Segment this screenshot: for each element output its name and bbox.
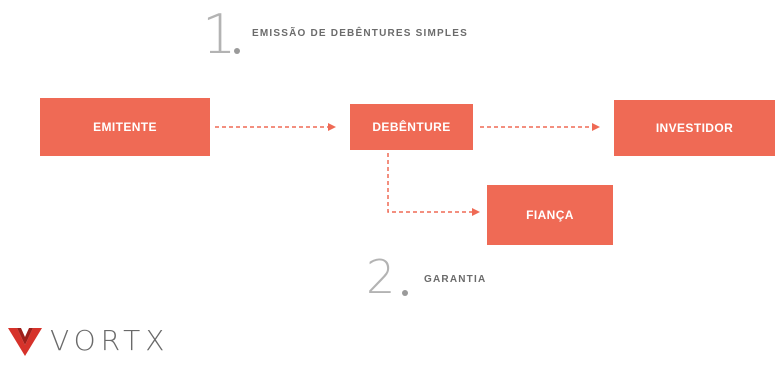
brand-wordmark: VORTX <box>50 324 170 357</box>
step-1-dot <box>234 48 240 54</box>
step-1-number: 1 <box>202 3 237 66</box>
arrow-debenture-to-fianca <box>387 153 480 216</box>
step-1-label: EMISSÃO DE DEBÊNTURES SIMPLES <box>252 28 468 39</box>
step-2-label: GARANTIA <box>424 274 487 285</box>
node-fianca: FIANÇA <box>487 185 613 245</box>
node-emitente: EMITENTE <box>40 98 210 156</box>
vortx-logo-icon <box>8 328 42 356</box>
step-2-number: 2 <box>366 250 396 304</box>
node-debenture: DEBÊNTURE <box>350 104 473 150</box>
brand-logo: VORTX <box>8 326 169 356</box>
node-investidor: INVESTIDOR <box>614 100 775 156</box>
step-2-dot <box>402 290 408 296</box>
